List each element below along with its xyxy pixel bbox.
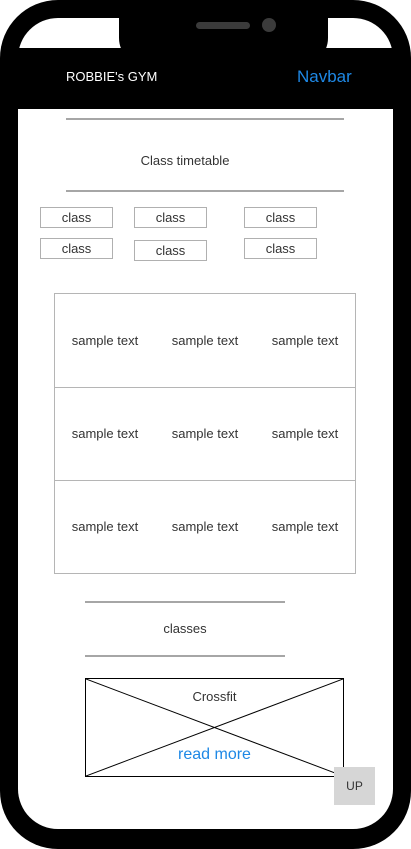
timetable-table: sample text sample text sample text samp… xyxy=(54,293,356,574)
table-cell: sample text xyxy=(71,519,139,534)
row-divider xyxy=(55,480,355,481)
camera-icon xyxy=(262,18,276,32)
class-filter-button[interactable]: class xyxy=(40,238,113,259)
navbar-link[interactable]: Navbar xyxy=(297,67,352,86)
table-cell: sample text xyxy=(171,426,239,441)
navbar: ROBBIE's GYM Navbar xyxy=(18,48,393,109)
table-cell: sample text xyxy=(171,333,239,348)
class-filter-button[interactable]: class xyxy=(244,238,317,259)
table-row: sample text sample text sample text xyxy=(55,388,355,481)
screen xyxy=(18,18,393,829)
card-title: Crossfit xyxy=(192,689,237,704)
speaker-icon xyxy=(196,22,250,29)
section-title-classes: classes xyxy=(163,621,207,636)
divider xyxy=(85,655,285,657)
divider xyxy=(66,118,344,120)
table-cell: sample text xyxy=(271,426,339,441)
image-placeholder-icon xyxy=(86,679,343,776)
table-cell: sample text xyxy=(71,426,139,441)
class-card: Crossfit read more xyxy=(85,678,344,777)
table-cell: sample text xyxy=(271,519,339,534)
section-title-timetable: Class timetable xyxy=(140,153,230,168)
table-row: sample text sample text sample text xyxy=(55,481,355,574)
divider xyxy=(66,190,344,192)
table-cell: sample text xyxy=(71,333,139,348)
class-filter-button[interactable]: class xyxy=(244,207,317,228)
class-filter-button[interactable]: class xyxy=(134,207,207,228)
table-row: sample text sample text sample text xyxy=(55,294,355,387)
scroll-up-button[interactable]: UP xyxy=(334,767,375,805)
class-filter-button[interactable]: class xyxy=(134,240,207,261)
read-more-link[interactable]: read more xyxy=(178,746,251,763)
table-cell: sample text xyxy=(271,333,339,348)
class-filter-button[interactable]: class xyxy=(40,207,113,228)
brand-title[interactable]: ROBBIE's GYM xyxy=(66,69,158,84)
row-divider xyxy=(55,387,355,388)
divider xyxy=(85,601,285,603)
table-cell: sample text xyxy=(171,519,239,534)
